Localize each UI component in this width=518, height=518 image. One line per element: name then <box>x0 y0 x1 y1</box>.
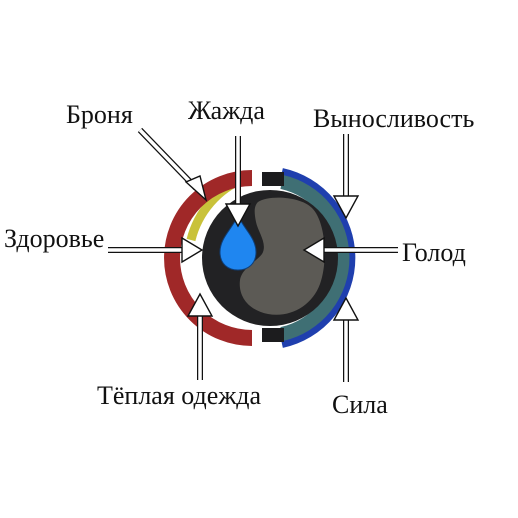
label-stamina: Выносливость <box>313 104 475 133</box>
label-strength: Сила <box>332 390 388 419</box>
armor-arrow <box>137 127 208 203</box>
ring-divider-top <box>262 172 284 186</box>
health-arrow <box>108 236 204 264</box>
water-drop-icon <box>219 212 257 271</box>
health-ring <box>164 170 253 346</box>
stamina-ring <box>281 168 356 348</box>
hunger-arrow <box>302 236 398 264</box>
warm-clothes-arrow <box>186 292 214 380</box>
label-hunger: Голод <box>402 238 466 267</box>
stomach-icon <box>239 197 325 315</box>
strength-arrow <box>332 296 360 382</box>
label-warm-clothes: Тёплая одежда <box>97 381 262 410</box>
label-thirst: Жажда <box>188 96 265 125</box>
thirst-arrow <box>224 136 252 228</box>
stamina-arrow <box>332 134 360 220</box>
label-health: Здоровье <box>4 224 105 253</box>
ring-divider-bottom <box>262 328 284 342</box>
label-armor: Броня <box>66 100 133 129</box>
hunger-ring <box>280 175 350 341</box>
